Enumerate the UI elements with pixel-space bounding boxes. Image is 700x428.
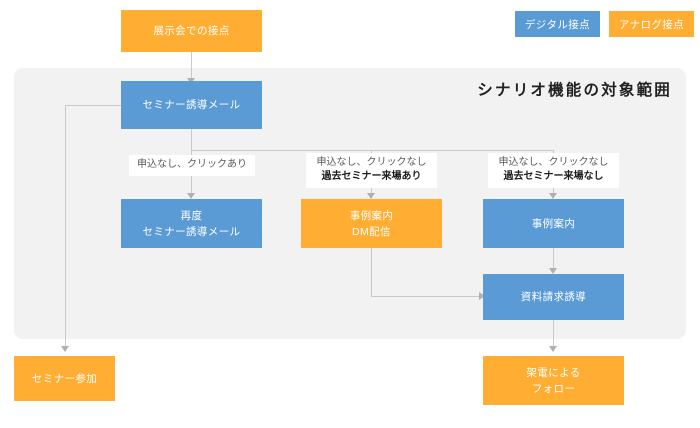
- legend-label-analog: アナログ接点: [618, 18, 685, 31]
- node-doc-request-line1: 資料請求誘導: [520, 291, 587, 303]
- condition-left-line1: 申込なし、クリックあり: [137, 159, 247, 170]
- node-seminar-join-line1: セミナー参加: [31, 372, 98, 385]
- arrowhead-seminar-mail-again-in: [187, 193, 195, 199]
- legend-chip-analog: アナログ接点: [609, 11, 694, 37]
- connector-doc-request-to-call-follow: [553, 320, 554, 348]
- legend-chip-digital: デジタル接点: [515, 11, 600, 37]
- condition-label-middle: 申込なし、クリックなし 過去セミナー来場あり: [306, 153, 437, 188]
- node-doc-request[interactable]: 資料請求誘導: [483, 274, 624, 320]
- node-call-follow[interactable]: 架電による フォロー: [483, 356, 624, 405]
- condition-label-right: 申込なし、クリックなし 過去セミナー来場なし: [488, 153, 619, 188]
- arrowhead-doc-request-in: [549, 268, 557, 274]
- connector-case-dm-down: [371, 248, 372, 296]
- connector-branch-bar: [191, 150, 554, 151]
- node-case-dm-line1: 事例案内: [349, 209, 394, 222]
- node-seminar-mail-again-line1: 再度: [180, 209, 203, 222]
- node-seminar-mail[interactable]: セミナー誘導メール: [121, 81, 262, 129]
- connector-case-info-to-doc-request: [553, 248, 554, 272]
- node-seminar-mail-again-line2: セミナー誘導メール: [142, 225, 241, 238]
- condition-middle-line1: 申込なし、クリックなし: [316, 157, 427, 168]
- legend-label-digital: デジタル接点: [524, 18, 591, 31]
- condition-middle-line2: 過去セミナー来場あり: [321, 171, 422, 182]
- arrowhead-call-follow-in: [549, 346, 557, 352]
- connector-seminar-mail-down: [191, 129, 192, 151]
- node-call-follow-line2: フォロー: [531, 382, 576, 395]
- node-case-info[interactable]: 事例案内: [483, 199, 624, 248]
- node-exhibition-line1: 展示会での接点: [153, 25, 230, 37]
- node-exhibition[interactable]: 展示会での接点: [121, 10, 262, 52]
- node-case-dm[interactable]: 事例案内 DM配信: [301, 199, 442, 248]
- node-seminar-mail-again[interactable]: 再度 セミナー誘導メール: [121, 199, 262, 248]
- condition-right-line1: 申込なし、クリックなし: [498, 157, 609, 168]
- scope-panel-title: シナリオ機能の対象範囲: [477, 82, 672, 99]
- connector-to-seminar-join: [65, 105, 66, 348]
- connector-seminar-mail-left-stub: [65, 105, 122, 106]
- node-call-follow-line1: 架電による: [526, 366, 581, 379]
- connector-case-dm-to-doc-request: [371, 296, 482, 297]
- condition-label-left: 申込なし、クリックあり: [129, 155, 255, 176]
- arrowhead-seminar-join-in: [61, 346, 69, 352]
- node-seminar-mail-line1: セミナー誘導メール: [142, 99, 241, 111]
- node-case-info-line1: 事例案内: [531, 217, 576, 230]
- connector-exhibition-to-seminar-mail: [191, 52, 192, 81]
- node-case-dm-line2: DM配信: [352, 225, 391, 238]
- condition-right-line2: 過去セミナー来場なし: [503, 171, 604, 182]
- arrowhead-case-info-in: [549, 193, 557, 199]
- arrowhead-case-dm-in: [367, 193, 375, 199]
- arrowhead-doc-request-side-in: [479, 292, 485, 300]
- node-seminar-join[interactable]: セミナー参加: [14, 356, 115, 401]
